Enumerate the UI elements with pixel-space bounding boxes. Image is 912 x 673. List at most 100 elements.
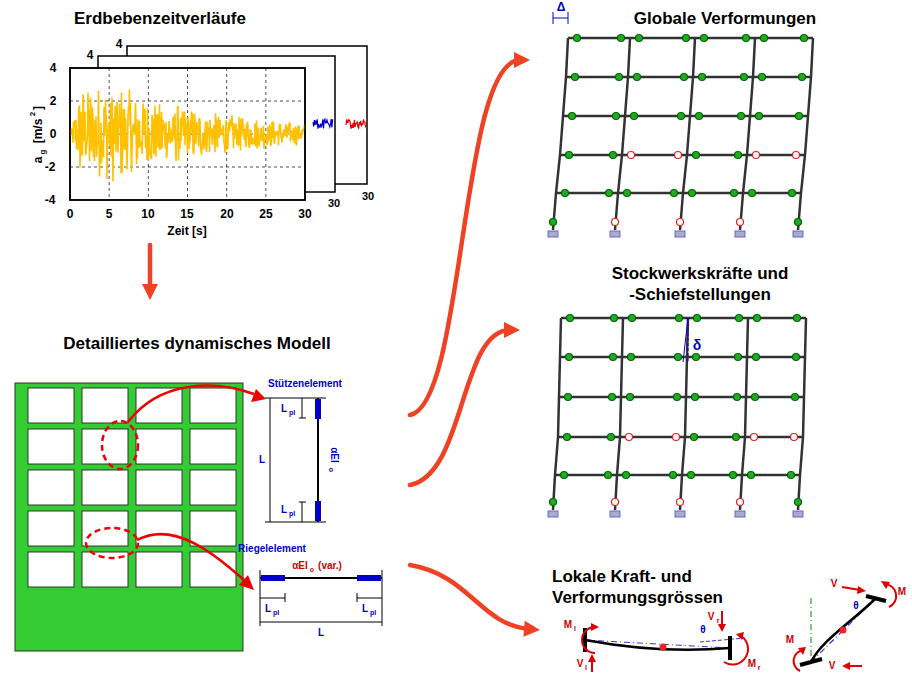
frame-deformation-part [548,511,558,517]
frame-deformation-part [674,394,681,401]
frame-deformation-part [567,315,574,322]
time-history-chart-part [346,119,366,129]
annotation-label: 25 [259,208,272,220]
local-column-sketch-part [840,627,847,634]
local-beam-sketch-part [588,654,596,662]
annotation-label: 15 [180,208,193,220]
local-beam-sketch-part [591,623,599,631]
frame-deformation-part [798,318,806,510]
diagram-panel: Lokale Kraft- und Verformungsgrössen [540,560,912,673]
green-building-part-part [28,552,74,587]
frame-deformation-part [759,74,766,81]
frame-deformation-part [606,190,613,197]
frame-deformation-part [677,219,684,226]
annotation-label: L [259,455,265,465]
frame-deformation-part [615,318,623,510]
frame-deformation-part [748,472,755,479]
annotation-label: pl [370,609,376,616]
annotation-label: δ [693,338,702,352]
column-element-part [265,522,326,523]
frame-deformation-part [548,231,558,237]
annotation-label: (var.) [318,561,342,571]
frame-deformation-part [753,354,760,361]
local-beam-sketch-part [724,636,748,665]
frame-deformation-part [624,190,631,197]
frame-deformation-part [799,74,806,81]
frame-deformation-part [556,192,801,195]
green-building-part-part [190,388,236,423]
panel-heading: Erdbebenzeitverläufe [74,8,246,29]
local-beam-sketch-part [718,624,726,632]
frame-deformation-part [701,35,708,42]
beam-element [260,570,382,626]
frame-deformation-part [734,394,741,401]
green-building-part-part [136,429,182,464]
detail-callouts-part [239,575,254,590]
frame-deformation-part [688,472,695,479]
frame-deformation-part [565,394,572,401]
green-building-part-part [82,388,128,423]
frame-deformation-part [737,499,744,506]
frame-deformation-part [550,499,557,506]
frame-deformation-part [681,74,688,81]
frame-deformation-part [736,315,743,322]
frame-deformation-part [735,354,742,361]
frame-deformation-part [675,231,685,237]
column-element-part [315,501,321,521]
annotation-label: M [748,659,756,669]
annotation-label: o [328,468,335,472]
flow-arrow [410,52,530,415]
local-beam-sketch-part [721,611,723,626]
frame-deformation-part [613,113,620,120]
detail-callouts-part [86,528,138,558]
frame-deformation-part [795,219,802,226]
frame-deformation-part [795,499,802,506]
detail-callouts [86,386,266,590]
frame-deformation-part [572,74,579,81]
local-column-sketch-part [848,665,862,667]
frame-deformation-part [793,231,803,237]
time-history-chart-part [70,68,305,200]
frame-deformation-part [691,434,698,441]
annotation-label: Δ [557,1,566,13]
annotation-label: Stützenelement [268,379,342,389]
green-building-part-part [136,511,182,546]
green-building-part-part [136,552,182,587]
annotation-label: Riegelelement [238,544,306,554]
column-element-part [302,502,303,522]
frame-deformation-part [689,190,696,197]
beam-element-part [260,622,382,623]
green-building [15,383,243,651]
annotation-label: o [310,566,314,573]
frame-deformation-part [793,152,800,159]
local-column-sketch-part [811,598,876,662]
arrow-line [410,330,510,485]
drift-markers-part [683,318,688,362]
green-building-part-part [190,552,236,587]
frame-deformation-part [753,152,760,159]
frame-deformation-part [733,434,740,441]
frame-deformation-part [628,152,635,159]
annotation-label: V [577,659,584,669]
green-building-part-part [190,470,236,505]
frame-deformation-part [553,318,561,510]
frame-deformation-part [675,511,685,517]
frame-deformation-part [793,511,803,517]
annotation-label: 10 [141,208,154,220]
panel-heading: Globale Verformungen [634,8,816,29]
detail-callouts-part [137,534,244,580]
frame-deformation-part [561,472,568,479]
time-history-chart-part [70,89,305,181]
frame-deformation-part [788,472,795,479]
time-history-chart [70,46,367,200]
time-history-chart-part-part [70,167,305,168]
annotation-label: Zeit [s] [167,225,206,237]
local-column-sketch-part [857,586,866,594]
green-building-part-part [136,470,182,505]
frame-deformation-part [670,472,677,479]
local-column-sketch-part [842,662,850,670]
green-building-part-part [28,470,74,505]
local-beam-sketch-part [700,638,745,642]
annotation-label: αEI [292,561,308,571]
frame-deformation-part [626,434,633,441]
